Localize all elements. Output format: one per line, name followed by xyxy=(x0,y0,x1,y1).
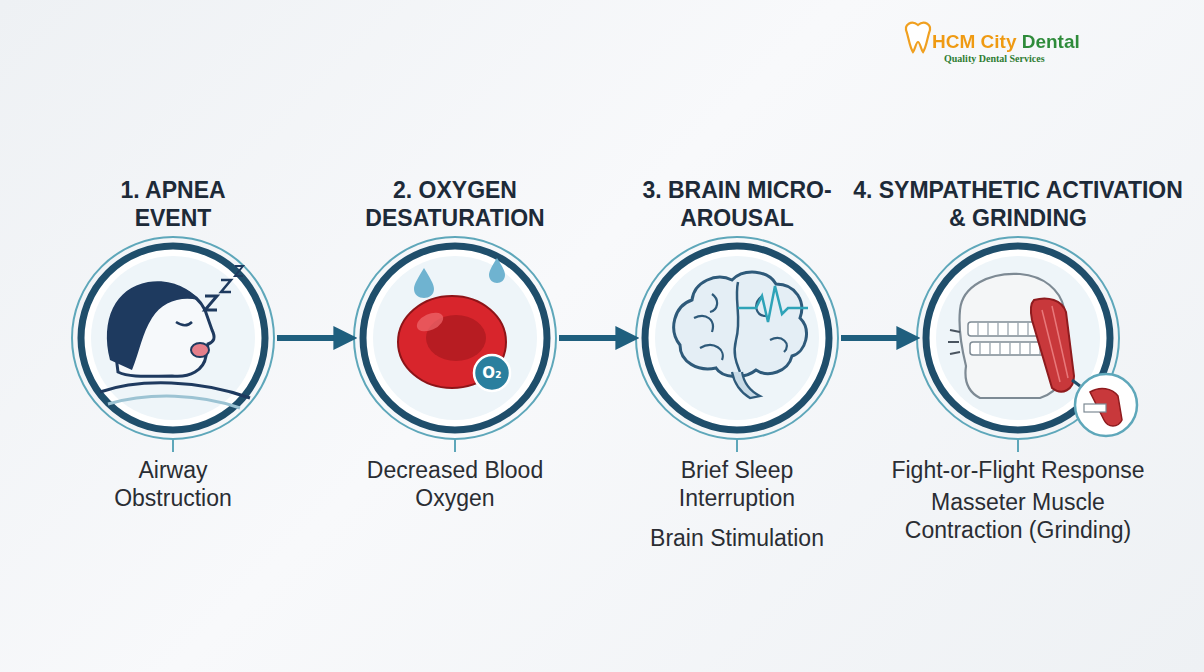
logo-text: HCM City Dental xyxy=(932,31,1080,53)
step-heading: 2. OXYGEN DESATURATION xyxy=(355,176,555,232)
heading-wrap: 4. SYMPATHETIC ACTIVATION & GRINDING xyxy=(853,170,1183,232)
heading-wrap: 3. BRAIN MICRO-AROUSAL xyxy=(622,170,852,232)
step-description: Brief Sleep Interruption xyxy=(637,456,837,512)
sleeping-person-icon xyxy=(100,266,250,408)
brain-icon xyxy=(674,272,808,398)
jaw-muscle-icon xyxy=(948,274,1137,436)
circle-shape xyxy=(73,238,273,438)
heading-wrap: 2. OXYGEN DESATURATION xyxy=(350,170,560,232)
rings xyxy=(72,237,1119,452)
spacer xyxy=(350,438,560,456)
flow-arrow xyxy=(277,335,349,341)
step-node: 2. OXYGEN DESATURATION Decreased Blood Ox… xyxy=(350,170,560,512)
oxygen-symbol: O₂ xyxy=(474,361,510,385)
step-node: 1. APNEA EVENT Airway Obstruction xyxy=(68,170,278,512)
step-node: 3. BRAIN MICRO-AROUSAL Brief Sleep Interr… xyxy=(622,170,852,552)
circle-shape xyxy=(637,238,837,438)
step-description: Masseter Muscle Contraction (Grinding) xyxy=(883,488,1153,544)
circle-shape xyxy=(918,238,1118,438)
circle-shape xyxy=(355,238,555,438)
step-heading: 3. BRAIN MICRO-AROUSAL xyxy=(622,176,852,232)
step-heading: 4. SYMPATHETIC ACTIVATION & GRINDING xyxy=(853,176,1183,232)
spacer xyxy=(622,438,852,456)
step-description: Brain Stimulation xyxy=(637,524,837,552)
step-description: Decreased Blood Oxygen xyxy=(360,456,550,512)
heading-wrap: 1. APNEA EVENT xyxy=(68,170,278,232)
logo-icon xyxy=(906,23,930,52)
step-heading: 1. APNEA EVENT xyxy=(88,176,258,232)
blood-cell-icon xyxy=(398,258,510,391)
step-description: Airway Obstruction xyxy=(88,456,258,512)
logo-tagline: Quality Dental Services xyxy=(944,53,1045,65)
step-node: 4. SYMPATHETIC ACTIVATION & GRINDING Figh… xyxy=(853,170,1183,544)
step-description: Fight-or-Flight Response xyxy=(883,456,1153,484)
spacer xyxy=(853,438,1183,456)
spacer xyxy=(68,438,278,456)
flow-arrow xyxy=(559,335,631,341)
flow-arrow xyxy=(841,335,912,341)
